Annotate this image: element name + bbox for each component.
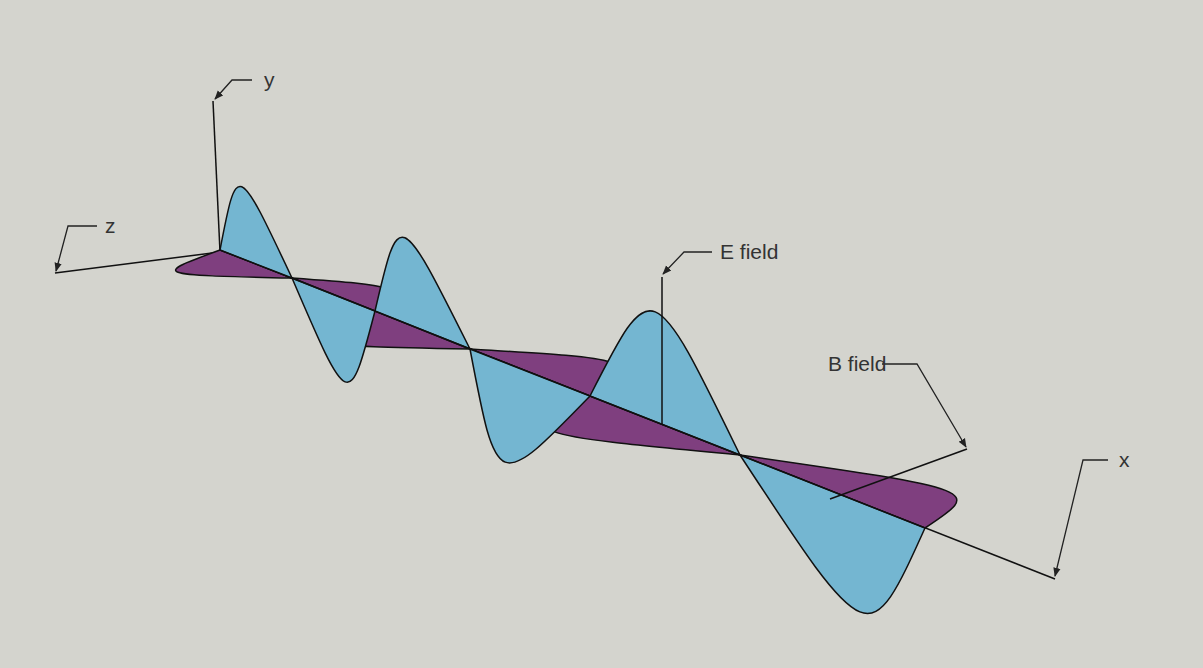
b-field-wave bbox=[176, 250, 957, 528]
axis-label: y bbox=[262, 68, 277, 91]
axis-label: x bbox=[1117, 448, 1132, 471]
y-axis bbox=[213, 101, 220, 252]
leader-line bbox=[56, 80, 1108, 576]
axis-label: z bbox=[103, 214, 118, 237]
e-field-vector bbox=[661, 277, 663, 425]
b-field-vector bbox=[830, 449, 967, 499]
e-field-wave bbox=[220, 186, 925, 613]
field-label: B field bbox=[826, 352, 888, 375]
field-label: E field bbox=[718, 240, 780, 263]
x-axis bbox=[220, 250, 1055, 579]
x-axis-centre bbox=[220, 250, 925, 528]
